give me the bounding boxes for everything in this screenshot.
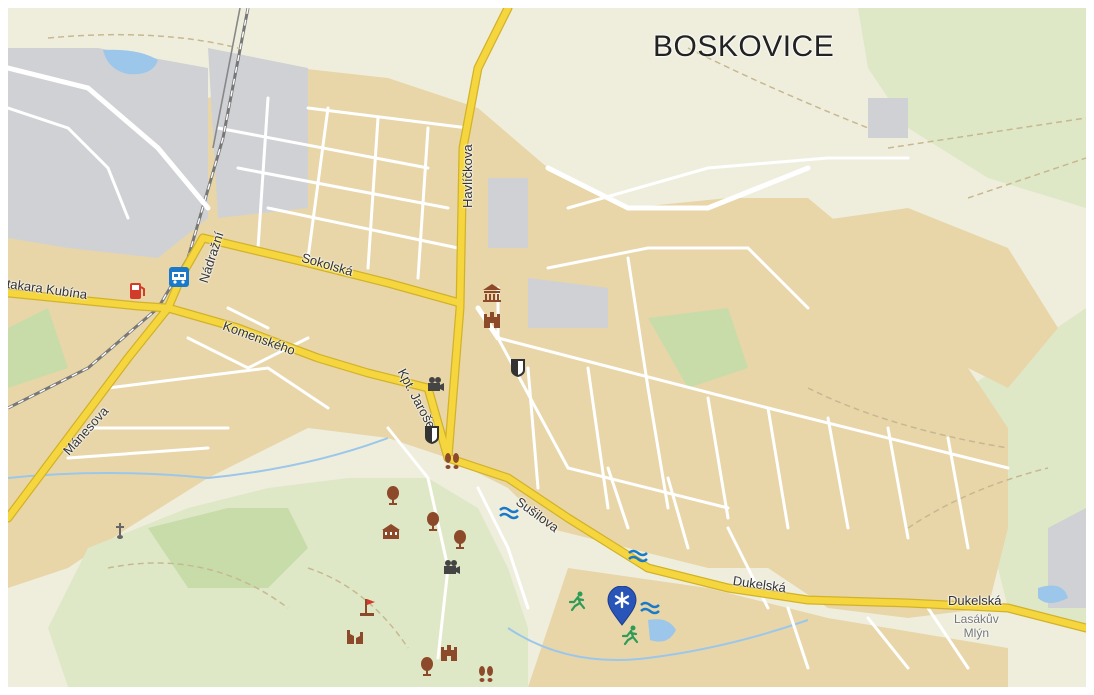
swimming-icon-3[interactable] xyxy=(639,597,661,619)
location-marker-pin[interactable] xyxy=(606,585,638,626)
tree-icon[interactable] xyxy=(382,484,404,506)
info-board-icon[interactable] xyxy=(507,356,529,378)
place-label-line-2: Mlýn xyxy=(963,626,990,640)
map-base-layer xyxy=(8,8,1086,687)
tree-icon-3[interactable] xyxy=(449,528,471,550)
footprints-icon-2[interactable] xyxy=(475,663,497,685)
castle-icon[interactable] xyxy=(481,308,503,330)
sport-icon[interactable] xyxy=(566,590,588,612)
street-label-dukelska-2: Dukelská xyxy=(948,593,1002,608)
fuel-station-icon[interactable] xyxy=(126,280,148,302)
place-label-line-1: Lasákův xyxy=(954,612,999,626)
viewpoint-flag-icon[interactable] xyxy=(357,596,379,618)
swimming-icon[interactable] xyxy=(498,502,520,524)
map-view[interactable]: BOSKOVICE takara Kubína Nádražní Sokolsk… xyxy=(8,8,1086,687)
place-label-lasakuv-mlyn: Lasákův Mlýn xyxy=(954,612,999,640)
museum-icon[interactable] xyxy=(481,282,503,304)
chapel-cross-icon[interactable] xyxy=(109,520,131,542)
castle-ruin-icon[interactable] xyxy=(438,641,460,663)
swimming-icon-2[interactable] xyxy=(627,545,649,567)
tree-icon-2[interactable] xyxy=(422,510,444,532)
sport-icon-2[interactable] xyxy=(619,624,641,646)
railway-station-icon[interactable] xyxy=(168,266,190,288)
city-label: BOSKOVICE xyxy=(653,30,835,63)
chateau-icon[interactable] xyxy=(380,520,402,542)
street-label-havlickova: Havlíčkova xyxy=(460,144,475,208)
ruin-icon[interactable] xyxy=(344,624,366,646)
footprints-icon[interactable] xyxy=(441,450,463,472)
cinema-icon[interactable] xyxy=(424,373,446,395)
info-board-icon-2[interactable] xyxy=(421,423,443,445)
tree-icon-4[interactable] xyxy=(416,655,438,677)
cinema-icon-2[interactable] xyxy=(440,556,462,578)
